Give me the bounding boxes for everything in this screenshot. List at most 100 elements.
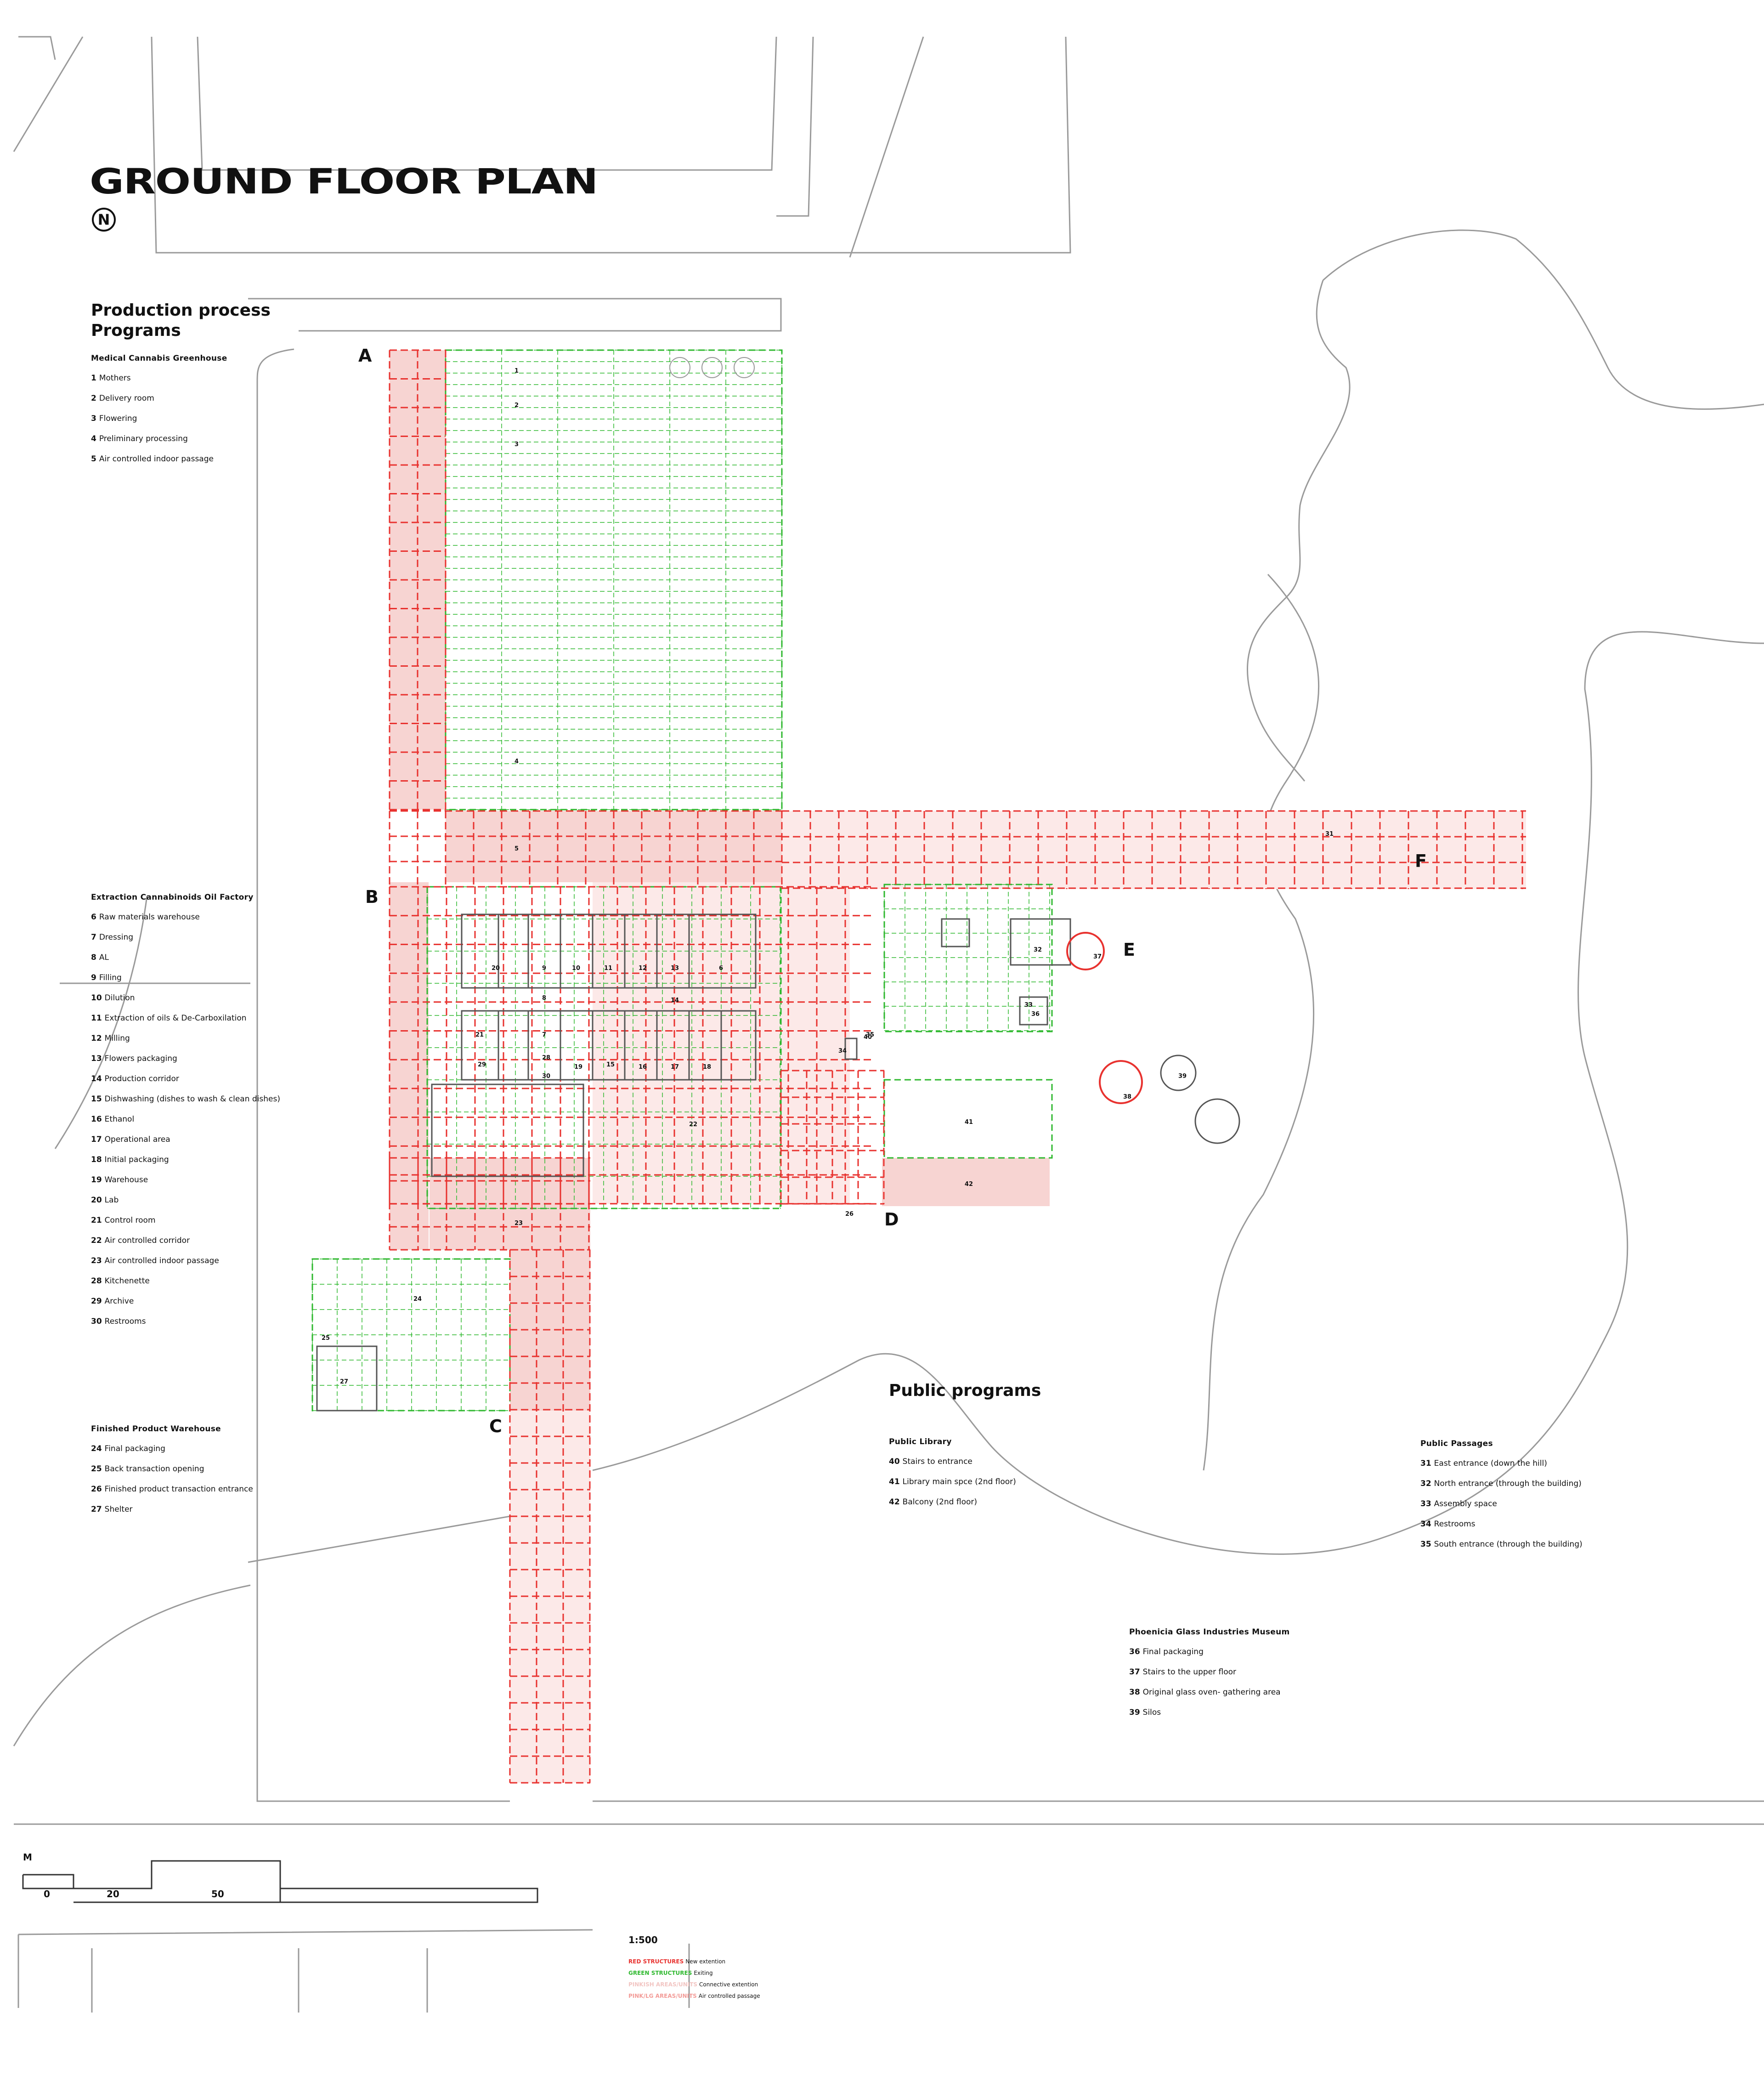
item-number: 30 [91,1317,102,1326]
scale-ratio: 1:500 [628,1934,658,1945]
north-arrow-icon: N [92,208,116,232]
item-number: 21 [91,1216,102,1225]
item-number: 38 [1129,1688,1140,1697]
item-number: 8 [91,953,96,962]
item-number: 36 [1129,1647,1140,1656]
museum-silos [1066,932,1240,1144]
item-label: Air controlled indoor passage [104,1256,219,1265]
room-number-label: 25 [322,1335,330,1342]
scale-tick-0: 0 [44,1888,50,1900]
item-number: 16 [91,1115,102,1124]
item-label: Air controlled indoor passage [99,454,214,464]
item-label: AL [99,953,109,962]
room-number-label: 35 [866,1032,875,1038]
room-number-label: 5 [514,845,519,852]
item-label: Original glass oven- gathering area [1142,1688,1281,1697]
item-label: Flowering [99,414,137,423]
item-label: Ethanol [104,1115,135,1124]
item-label: Kitchenette [104,1276,150,1286]
item-number: 35 [1420,1540,1431,1549]
legend-key: PINKISH AREAS/UNITS [628,1981,698,1988]
room-number-label: 34 [838,1048,847,1055]
item-label: Silos [1142,1708,1161,1717]
item-number: 39 [1129,1708,1140,1717]
room-number-label: 18 [703,1064,712,1071]
item-number: 27 [91,1505,102,1514]
factory-title: Extraction Cannabinoids Oil Factory [91,893,254,902]
item-label: Back transaction opening [104,1464,204,1474]
room-number-label: 7 [542,1032,547,1038]
item-number: 42 [889,1497,900,1507]
item-label: Filling [99,973,122,982]
item-label: Restrooms [1434,1520,1476,1529]
item-number: 3 [91,414,96,423]
section-marker-a: A [358,346,372,366]
item-number: 9 [91,973,96,982]
room-number-label: 32 [1034,947,1042,953]
legend-desc: Exiting [694,1970,713,1976]
room-number-label: 36 [1031,1011,1040,1018]
item-label: Restrooms [104,1317,146,1326]
item-number: 7 [91,933,96,942]
room-number-label: 28 [542,1055,551,1061]
item-number: 19 [91,1175,102,1185]
item-number: 18 [91,1155,102,1164]
room-number-label: 23 [514,1220,523,1227]
room-number-label: 10 [572,965,581,972]
legend-desc: New extention [685,1958,726,1965]
item-label: Mothers [99,374,131,383]
legend-desc: Air controlled passage [698,1993,760,1999]
item-number: 32 [1420,1479,1431,1488]
room-number-label: 19 [574,1064,583,1071]
legend-key: GREEN STRUCTURES [628,1970,692,1976]
section-marker-e: E [1123,940,1135,960]
item-label: Extraction of oils & De-Carboxilation [104,1014,247,1023]
item-number: 29 [91,1297,102,1306]
item-label: Flowers packaging [104,1054,177,1063]
item-label: Library main spce (2nd floor) [902,1477,1016,1486]
existing-structure-grid [312,350,1052,1411]
item-label: Dressing [99,933,134,942]
item-label: Assembly space [1434,1499,1497,1508]
room-number-label: 2 [514,402,519,409]
legend-key: PINK/LG AREAS/UNITS [628,1993,697,1999]
item-label: Initial packaging [104,1155,169,1164]
item-number: 1 [91,374,96,383]
item-label: Shelter [104,1505,133,1514]
item-label: Raw materials warehouse [99,913,200,922]
item-number: 22 [91,1236,102,1245]
room-number-label: 20 [492,965,500,972]
section-marker-f: F [1415,851,1427,871]
item-label: Archive [104,1297,134,1306]
item-number: 41 [889,1477,900,1486]
section-marker-d: D [884,1209,899,1230]
